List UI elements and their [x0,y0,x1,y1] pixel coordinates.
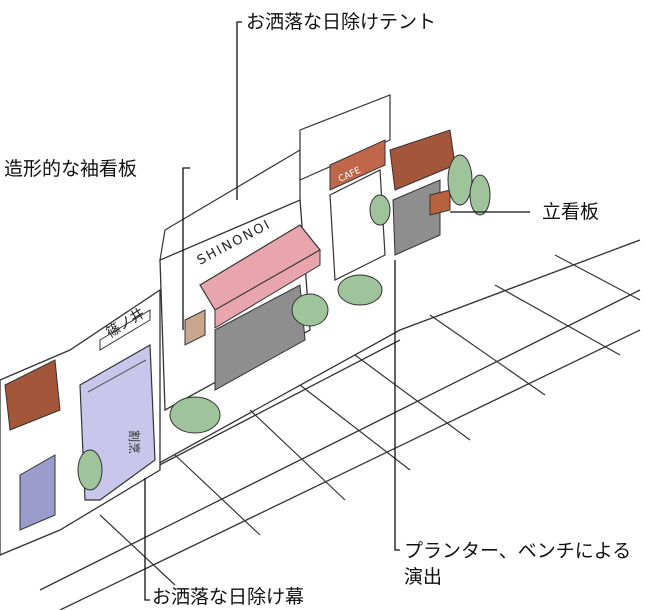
label-stand-sign: 立看板 [542,201,600,223]
label-sign: 造形的な袖看板 [4,158,138,180]
building-middle: SHINONOI [159,148,321,412]
curtain-sign-text: 割烹 [127,430,142,454]
building-left [0,288,161,556]
label-curtain: お洒落な日除け幕 [152,586,305,608]
shrubs [77,154,491,491]
stand-sign [429,189,451,216]
leader-lines [144,21,530,601]
label-tent: お洒落な日除けテント [246,11,437,33]
building-right: CAFE [299,94,456,281]
road-paving [99,254,641,586]
sode-kanban [184,309,206,346]
label-planter-bench: プランター、ベンチによる演出 [404,540,632,588]
